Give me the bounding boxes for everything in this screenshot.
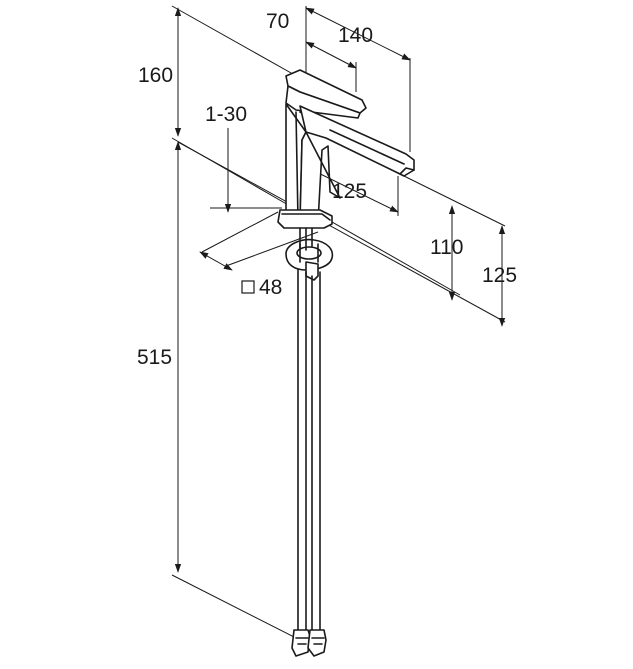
label-reach-125: 125 — [332, 180, 367, 203]
label-deck-1-30: 1-30 — [205, 103, 247, 126]
threaded-shank — [299, 227, 313, 251]
faucet-spout — [299, 105, 415, 177]
label-base-48: 48 — [241, 276, 282, 299]
deck-surface-lines — [177, 141, 506, 323]
label-height-110: 110 — [430, 236, 463, 259]
deck-thickness-dimension — [210, 128, 282, 213]
mounting-nut — [285, 238, 334, 281]
label-height-125: 125 — [482, 264, 517, 287]
faucet-base — [277, 209, 333, 229]
faucet-handle — [285, 69, 367, 119]
label-height-515: 515 — [137, 346, 172, 369]
label-height-160: 160 — [138, 64, 173, 87]
handle-depth-dimensions — [305, 6, 411, 152]
spout-height-dimensions — [403, 175, 506, 327]
overall-height-dimension — [171, 5, 301, 641]
supply-hoses — [297, 269, 321, 633]
base-size-dimension — [199, 211, 319, 271]
label-base-48-value: 48 — [259, 276, 282, 299]
label-handle-70: 70 — [266, 10, 289, 33]
label-depth-140: 140 — [338, 24, 373, 47]
hose-fittings — [291, 629, 327, 657]
square-symbol-icon — [241, 280, 255, 294]
